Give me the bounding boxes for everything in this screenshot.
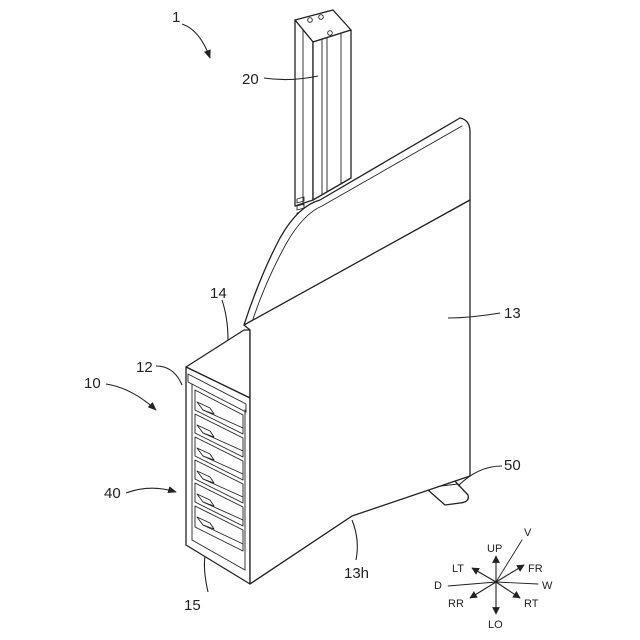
compass-label-rr: RR — [448, 598, 464, 610]
label-13: 13 — [504, 305, 521, 322]
label-1: 1 — [172, 9, 180, 26]
compass-arrow-rt — [496, 582, 520, 598]
compass-label-w: W — [542, 580, 553, 592]
compass-label-up: UP — [487, 543, 502, 555]
compass-label-lo: LO — [488, 619, 503, 631]
label-50: 50 — [504, 457, 521, 474]
label-13h: 13h — [344, 565, 369, 582]
direction-compass: UP LO V LT FR D W RR RT — [434, 527, 553, 631]
leader-10 — [106, 384, 156, 410]
label-40: 40 — [104, 485, 121, 502]
compass-label-rt: RT — [524, 598, 539, 610]
compass-arrow-fr — [496, 565, 524, 582]
compass-axis-w — [496, 582, 538, 584]
post-side-face — [313, 30, 351, 200]
leader-13h — [352, 520, 357, 560]
cabinet-front-12 — [186, 367, 250, 584]
leader-1 — [182, 24, 210, 58]
compass-arrow-lt — [472, 568, 496, 582]
post-front-face — [295, 20, 313, 206]
post-20 — [295, 10, 351, 217]
leader-15 — [204, 556, 208, 592]
leader-14 — [222, 300, 228, 340]
compass-label-d: D — [434, 580, 442, 592]
compass-label-lt: LT — [452, 563, 464, 575]
label-10: 10 — [84, 375, 101, 392]
compass-axis-d — [448, 582, 496, 586]
label-15: 15 — [184, 597, 201, 614]
leader-12 — [156, 366, 182, 385]
label-14: 14 — [210, 285, 227, 302]
label-20: 20 — [242, 71, 259, 88]
compass-label-v: V — [524, 527, 532, 539]
label-12: 12 — [136, 359, 153, 376]
compass-arrow-rr — [470, 582, 496, 598]
leader-40 — [126, 488, 176, 493]
compass-label-fr: FR — [528, 563, 543, 575]
